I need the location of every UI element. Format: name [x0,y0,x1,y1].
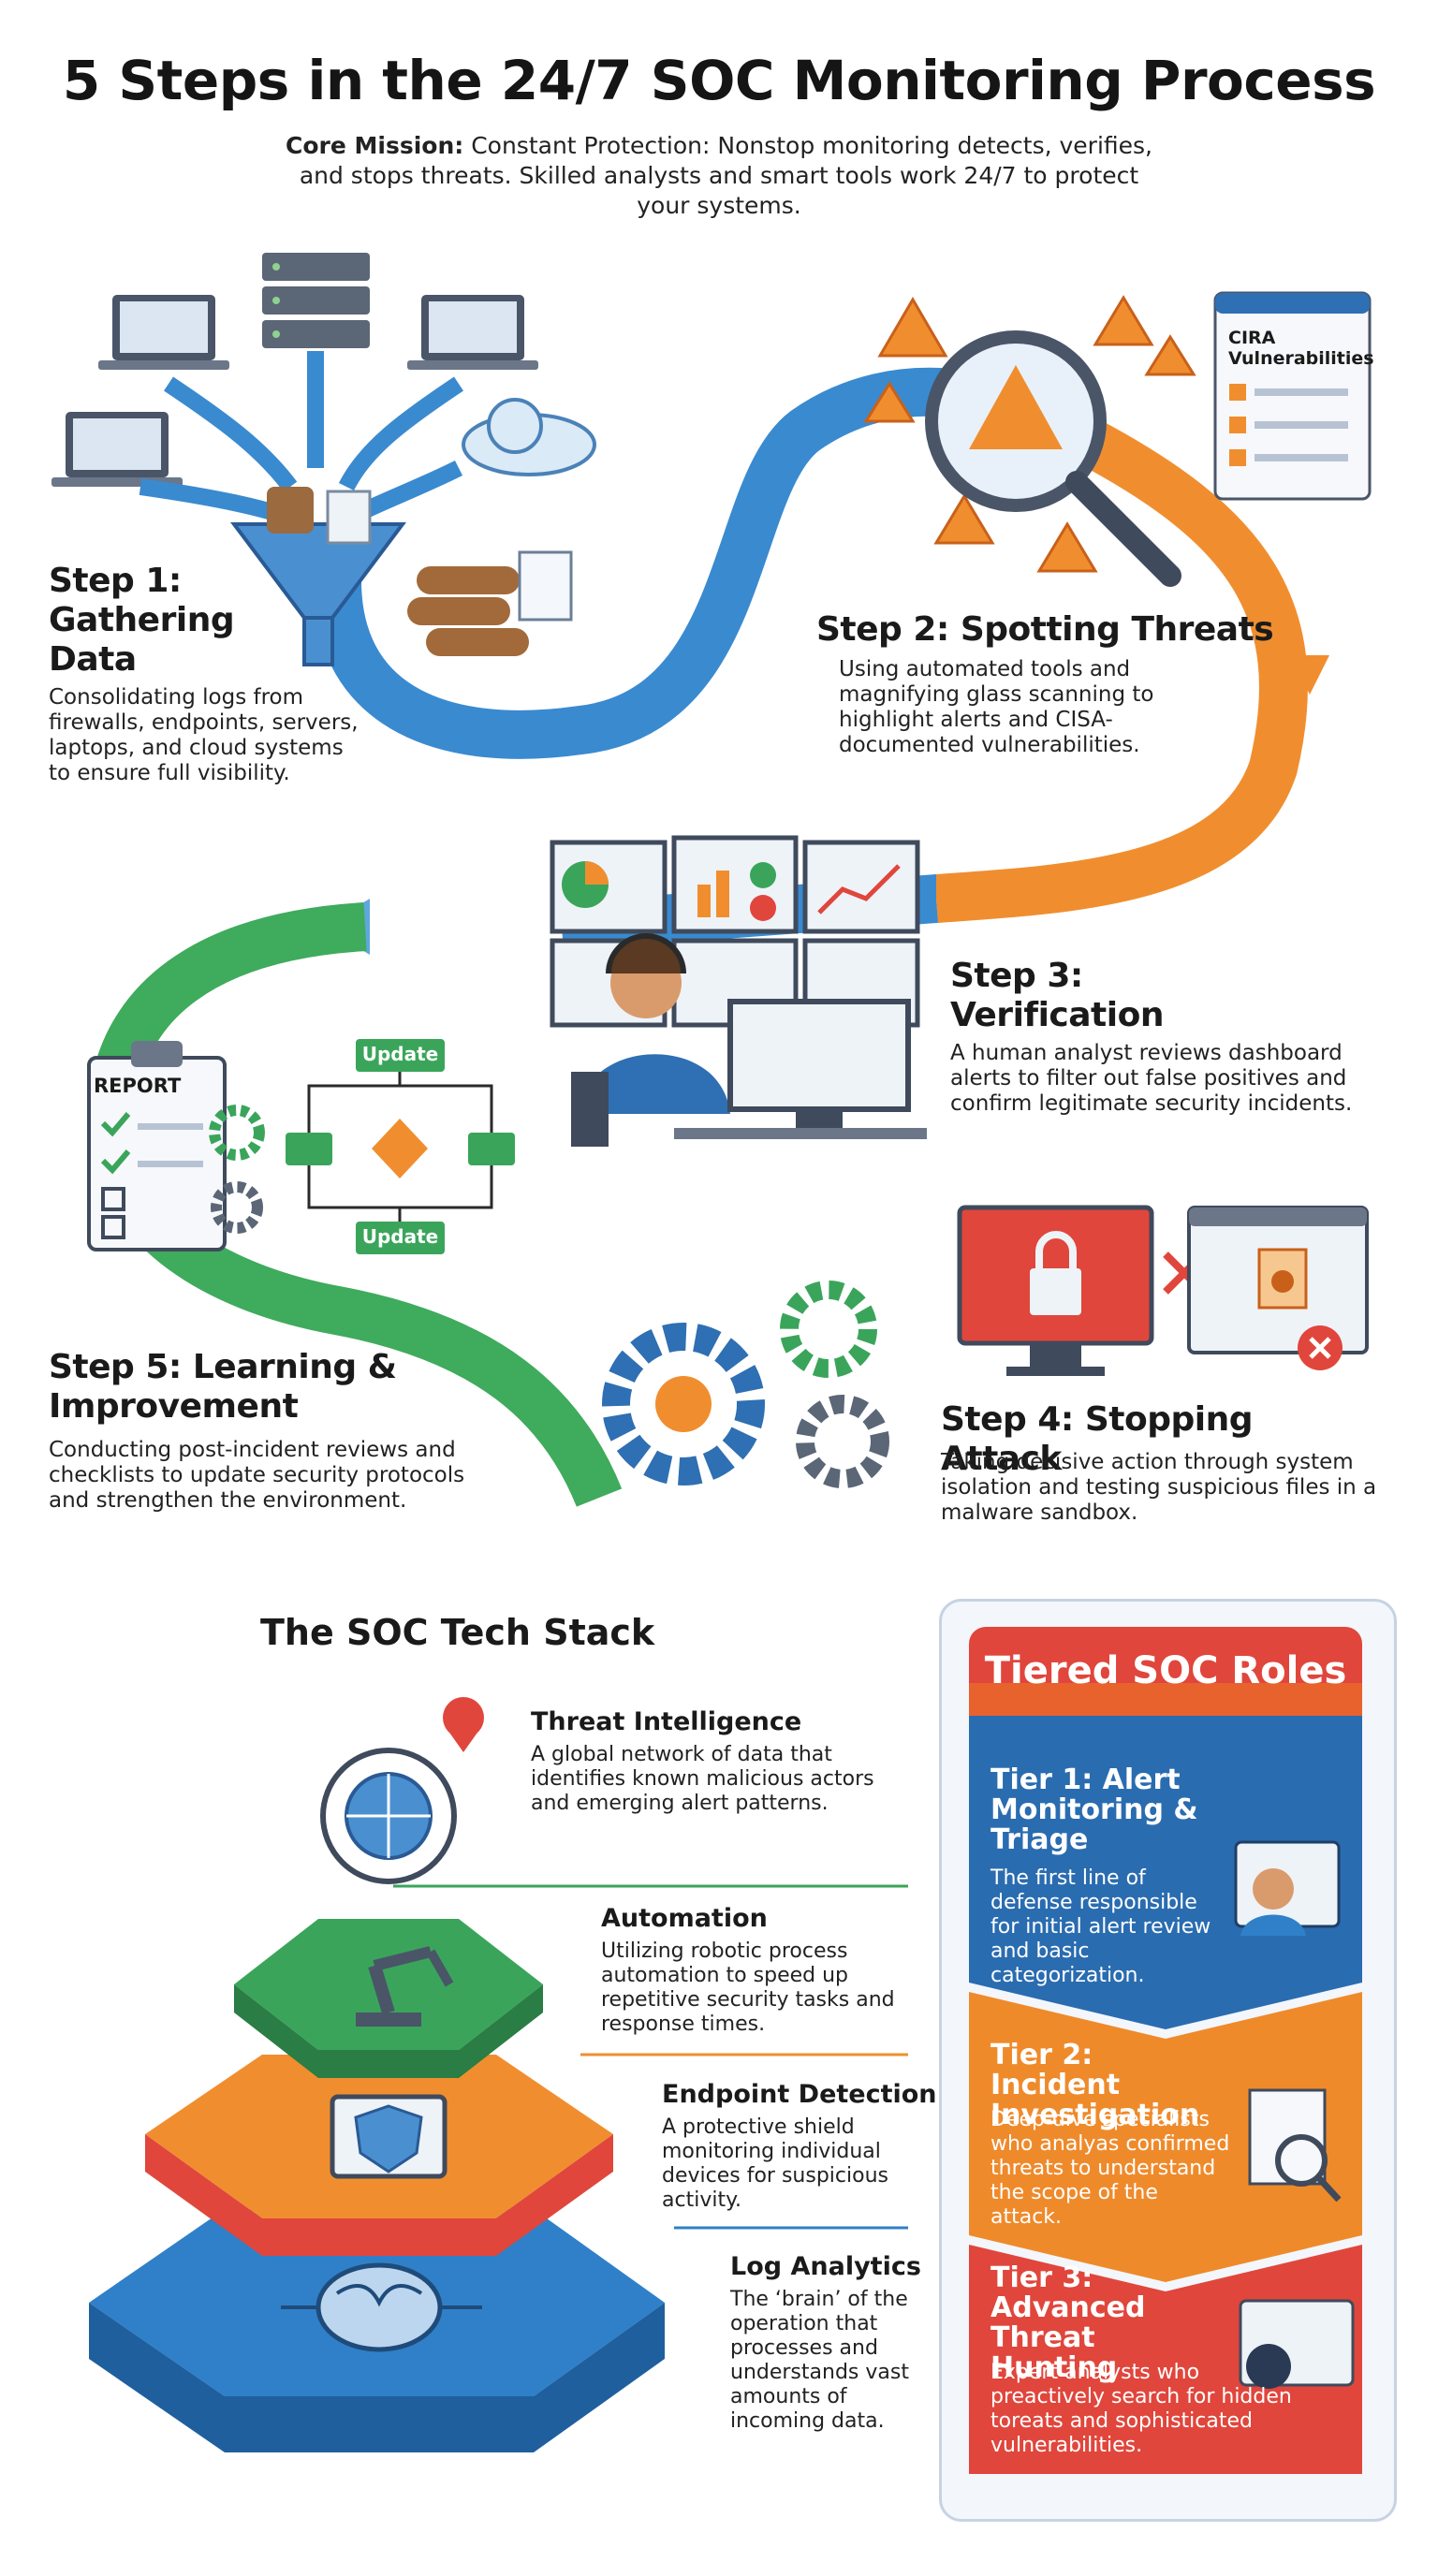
cira-label: CIRA Vulnerabilities [1228,328,1374,369]
report-clipboard-icon [87,1041,227,1251]
sandbox-window-icon [1187,1206,1369,1370]
gear-icon [796,1395,889,1488]
update-top-label: Update [361,1043,439,1065]
magnifying-glass-icon [925,330,1181,587]
tier2-magnifier-icon [1248,2088,1342,2203]
layer-endpoint-desc: A protective shield monitoring individua… [662,2115,888,2212]
step1-illustration [51,253,596,666]
warning-icon [1144,334,1196,376]
tier1-desc: The first line of defense responsible fo… [990,1866,1211,1987]
step5-title: Step 5: Learning & Improvement [49,1348,397,1426]
layer-log-analytics-title: Log Analytics [730,2252,921,2281]
tier3-hacker-icon [1239,2299,1355,2389]
step3-desc: A human analyst reviews dashboard alerts… [950,1041,1353,1116]
layer-automation-desc: Utilizing robotic process automation to … [601,1939,895,2036]
gear-icon [602,1323,765,1486]
mission-label: Core Mission: [285,132,464,159]
server-icon [262,253,370,348]
layer-log-analytics-desc: The ‘brain’ of the operation that proces… [730,2288,909,2433]
step3-title: Step 3: Verification [950,957,1164,1034]
dashboard-screens-icon [550,835,920,1028]
funnel-icon [230,487,406,666]
gear-icon [211,1181,263,1234]
page-title: 5 Steps in the 24/7 SOC Monitoring Proce… [62,49,1376,112]
warning-icon [1036,521,1098,573]
brain-icon [281,2262,482,2352]
cloud-icon [462,398,596,476]
step2-illustration [863,291,1372,587]
warning-icon [1093,295,1154,346]
globe-icon [320,1748,457,1884]
shield-icon [330,2094,448,2179]
mission-text: Constant Protection: Nonstop monitoring … [299,132,1152,219]
tiered-roles-chevrons [969,1627,1362,2474]
layer-endpoint-title: Endpoint Detection [662,2080,937,2109]
report-label: REPORT [94,1075,182,1097]
robot-arm-icon [356,1946,454,2027]
tiers-heading: Tiered SOC Roles [984,1649,1347,1692]
step2-desc: Using automated tools and magnifying gla… [839,657,1154,757]
gear-icon [780,1281,877,1378]
step4-desc: Taking decisive action through system is… [941,1450,1377,1525]
update-bottom-label: Update [361,1225,439,1248]
layer-threat-intel-title: Threat Intelligence [531,1707,802,1736]
alert-pin-icon [443,1697,484,1752]
tier3-desc: Expert analysts who preactively search f… [990,2361,1292,2457]
tier1-name: Tier 1: Alert Monitoring & Triage [990,1764,1198,1856]
step1-desc: Consolidating logs from firewalls, endpo… [49,685,359,785]
logs-icon [407,550,573,656]
step1-title: Step 1: Gathering Data [49,562,235,679]
laptop-icon [51,412,183,487]
step2-title: Step 2: Spotting Threats [816,610,1274,649]
update-cycle-diagram [286,1039,515,1254]
gear-icon [209,1105,265,1161]
gears-illustration [602,1281,889,1488]
step4-title: Step 4: Stopping Attack [941,1400,1253,1478]
vulnerability-list-icon [1213,291,1372,501]
monitor-icon [674,999,927,1139]
warning-icon [933,493,995,545]
tier2-desc: Deep-dive specialists who analyas confir… [990,2108,1230,2229]
step4-illustration [957,1205,1369,1376]
warning-icon [863,381,916,423]
layer-automation-title: Automation [601,1904,768,1933]
tech-stack-pyramid [89,1697,908,2452]
analyst-icon [571,933,730,1147]
tier1-analyst-icon [1234,1840,1341,1936]
layer-threat-intel-desc: A global network of data that identifies… [531,1743,874,1815]
stack-heading: The SOC Tech Stack [260,1612,655,1653]
step3-illustration [550,835,927,1147]
step5-desc: Conducting post-incident reviews and che… [49,1438,465,1513]
locked-monitor-icon [957,1205,1154,1376]
tier2-name: Tier 2: Incident Investigation [990,2039,1200,2131]
step5-illustration [87,1039,515,1254]
core-mission: Core Mission: Constant Protection: Nonst… [281,131,1157,221]
tier3-name: Tier 3: Advanced Threat Hunting [990,2261,1146,2384]
laptop-icon [98,295,229,370]
laptop-icon [407,295,538,370]
warning-icon [877,297,948,358]
